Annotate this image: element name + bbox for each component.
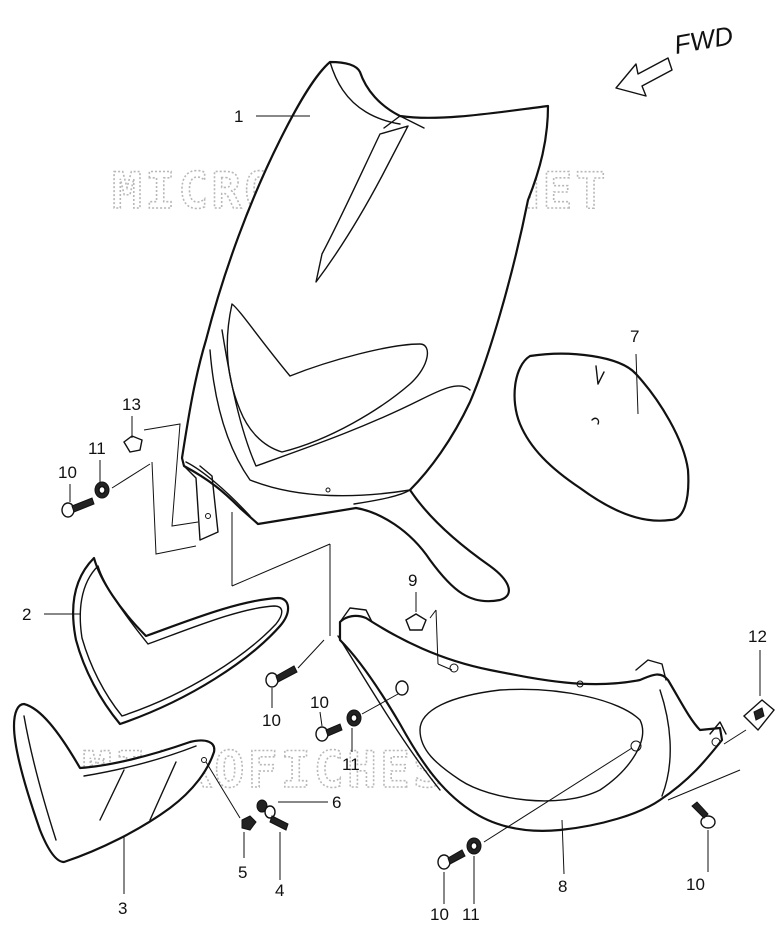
part-6-washer-icon (256, 799, 268, 813)
part-10-screw-icon (315, 723, 343, 742)
callout-4: 4 (275, 881, 284, 900)
callout-8: 8 (558, 877, 567, 896)
callout-2: 2 (22, 605, 31, 624)
part-12-nut-icon (742, 699, 775, 732)
part-7-inner-pad (513, 352, 690, 522)
part-10-screw-icon (61, 497, 95, 518)
callout-11: 11 (342, 755, 360, 774)
part-11-washer-icon (94, 481, 110, 499)
callout-10: 10 (430, 905, 449, 924)
callout-10: 10 (310, 693, 329, 712)
part-3-lens (12, 702, 216, 864)
callout-10: 10 (58, 463, 77, 482)
part-11-washer-icon (466, 837, 482, 855)
part-13-clip-icon (123, 435, 143, 453)
part-2-seal (71, 556, 290, 726)
leader-lines (44, 115, 761, 904)
part-11-washer-icon (346, 709, 362, 727)
callout-10: 10 (262, 711, 281, 730)
callout-11: 11 (462, 905, 480, 924)
callout-9: 9 (408, 571, 417, 590)
part-9-clip-icon (405, 613, 427, 631)
callout-6: 6 (332, 793, 341, 812)
part-10-screw-icon (437, 849, 466, 870)
callout-12: 12 (748, 627, 767, 646)
forward-arrow-icon (615, 57, 673, 97)
callout-11: 11 (88, 439, 106, 458)
callout-10: 10 (686, 875, 705, 894)
forward-direction-label: FWD (672, 20, 736, 60)
callout-1: 1 (234, 107, 243, 126)
part-5-nut-icon (241, 815, 257, 831)
callout-3: 3 (118, 899, 127, 918)
callout-7: 7 (630, 327, 639, 346)
part-10-screw-icon (265, 665, 298, 688)
part-10-screw-icon (691, 801, 716, 829)
part-8-lower-cover (337, 607, 727, 832)
part-4-screw-icon (264, 805, 289, 831)
callout-13: 13 (122, 395, 141, 414)
callout-5: 5 (238, 863, 247, 882)
part-1-front-shield (180, 60, 550, 603)
